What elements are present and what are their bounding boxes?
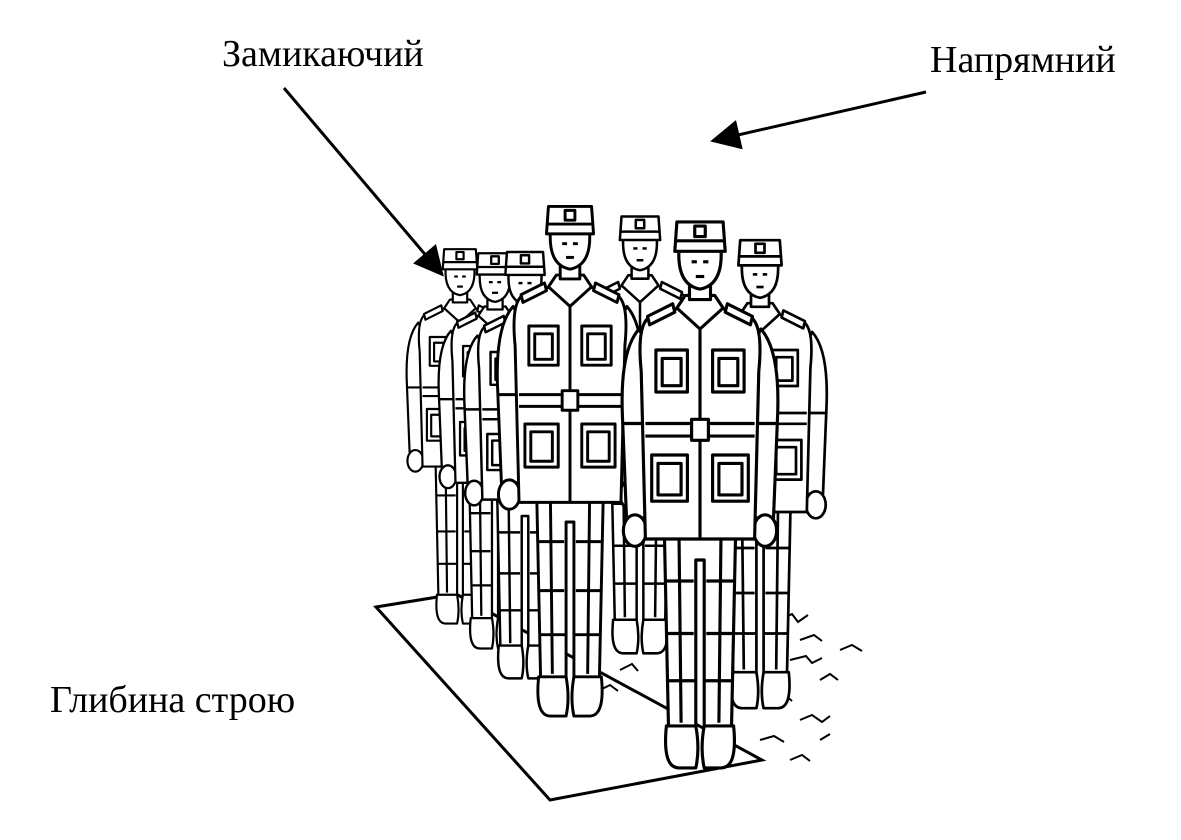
guide-label: Напрямний [930, 39, 1116, 81]
closing-pointer-arrow [282, 87, 444, 277]
ground-square [373, 592, 767, 802]
depth-label: Глибина строю [50, 679, 296, 721]
closing-label: Замикаючий [222, 33, 424, 75]
guide-pointer-arrow [710, 90, 927, 150]
